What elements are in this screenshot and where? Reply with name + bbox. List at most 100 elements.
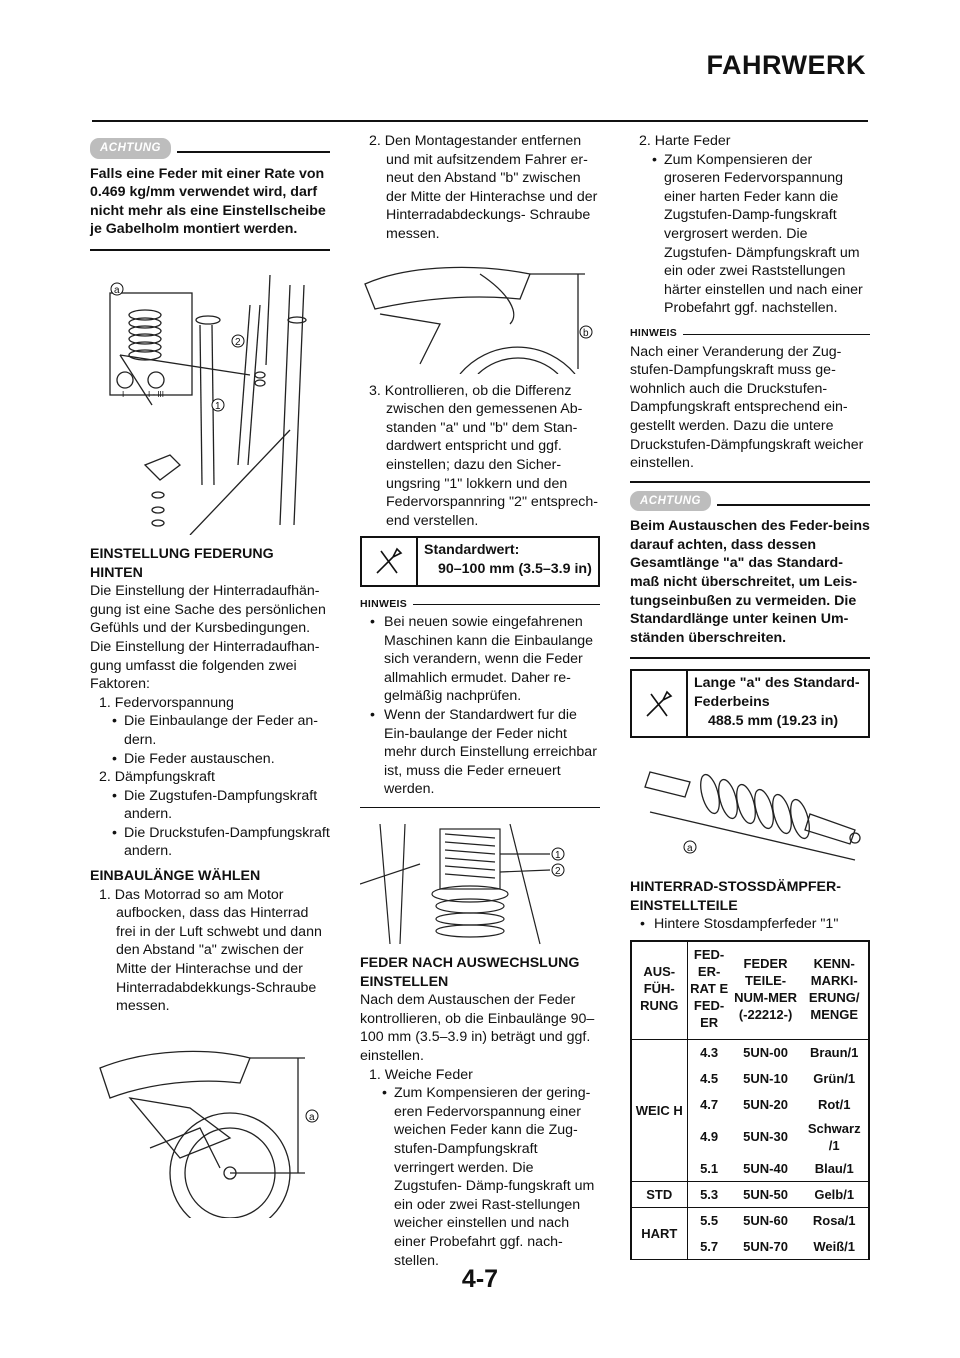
table-group-cell: WEIC H bbox=[631, 1039, 688, 1182]
table-cell: Rot/1 bbox=[817, 1097, 851, 1112]
spec-value: 488.5 mm (19.23 in) bbox=[708, 712, 839, 729]
label-i: I bbox=[122, 390, 124, 399]
table-header-cell: KENN-MARKI-ERUNG/ MENGE bbox=[800, 940, 869, 1040]
table-cell: Rosa/1 bbox=[812, 1213, 856, 1229]
label-2: 2 bbox=[235, 337, 241, 348]
list-item: 3. Kontrollieren, ob die Differenz zwisc… bbox=[369, 382, 598, 529]
page-title: FAHRWERK bbox=[706, 50, 866, 80]
bullet-item: Zum Kompensieren der gering-eren Federvo… bbox=[360, 1084, 600, 1270]
column-1: ACHTUNG Falls eine Feder mit einer Rate … bbox=[90, 132, 330, 1218]
paragraph: Die Einstellung der Hinterradaufhan-gung… bbox=[90, 638, 320, 693]
list-item: 1. Weiche Feder bbox=[369, 1066, 473, 1083]
note-label: HINWEIS bbox=[630, 326, 678, 339]
wrench-icon bbox=[362, 538, 418, 585]
section-heading: EINSTELLUNG FEDERUNG HINTEN bbox=[90, 545, 274, 581]
table-cell: 5.3 bbox=[687, 1181, 731, 1208]
table-cell: Weiß/1 bbox=[800, 1233, 869, 1260]
table-cell: 5UN-40 bbox=[730, 1155, 801, 1182]
label-2: 2 bbox=[555, 866, 561, 877]
table-cell: 5UN-60 bbox=[743, 1213, 788, 1229]
table-cell: 5UN-50 bbox=[730, 1181, 801, 1208]
section-heading: EINBAULÄNGE WÄHLEN bbox=[90, 868, 261, 885]
list-item: 1. Das Motorrad so am Motor aufbocken, d… bbox=[99, 886, 322, 1015]
note-box: HINWEIS Bei neuen sowie eingefahrenen Ma… bbox=[360, 595, 600, 809]
figure-front-fork: a 2 1 I I - III bbox=[90, 265, 330, 535]
note-text: Nach einer Veranderung der Zug-stufen-Da… bbox=[630, 343, 864, 472]
label-i-iii: I - III bbox=[148, 390, 164, 399]
caution-box: ACHTUNG Beim Austauschen des Feder-beins… bbox=[630, 490, 870, 660]
label-a: a bbox=[309, 1112, 315, 1123]
table-cell: 5.1 bbox=[687, 1155, 731, 1182]
caution-text: Falls eine Feder mit einer Rate von 0.46… bbox=[90, 165, 326, 238]
list-item: 2. Den Montagestander entfernen und mit … bbox=[369, 133, 598, 242]
bullet-item: Wenn der Standardwert fur die Ein-baulan… bbox=[360, 706, 600, 799]
table-cell: 5UN-30 bbox=[743, 1129, 788, 1144]
column-2: 2. Den Montagestander entfernen und mit … bbox=[360, 132, 600, 1270]
note-box: HINWEIS Nach einer Veranderung der Zug-s… bbox=[630, 324, 870, 483]
table-row: 4.7 5UN-20 Rot/1 bbox=[631, 1092, 869, 1118]
table-cell: 5.7 bbox=[687, 1233, 731, 1260]
label-a: a bbox=[114, 285, 120, 296]
bullet-item: Die Druckstufen-Dampfungskraft andern. bbox=[90, 824, 330, 861]
bullet-item: Die Einbaulange der Feder an-dern. bbox=[90, 712, 330, 749]
table-cell: Blau/1 bbox=[800, 1155, 869, 1182]
paragraph: Nach dem Austauschen der Feder kontrolli… bbox=[360, 992, 595, 1064]
section-heading: HINTERRAD-STOSSDÄMPFER-EINSTELLTEILE bbox=[630, 879, 841, 914]
list-item: 1. Federvorspannung bbox=[99, 694, 234, 711]
column-3: 2. Harte Feder Zum Kompensieren der gros… bbox=[630, 132, 870, 1260]
table-cell: 5UN-70 bbox=[730, 1233, 801, 1260]
spec-box: Standardwert: 90–100 mm (3.5–3.9 in) bbox=[360, 536, 600, 587]
table-group-cell: STD bbox=[631, 1181, 688, 1208]
table-cell: Braun/1 bbox=[810, 1045, 859, 1061]
figure-bike-rear-b: b bbox=[360, 254, 600, 374]
motorcycle-rider-illustration: b bbox=[364, 266, 593, 374]
table-cell: 4.5 bbox=[700, 1071, 719, 1086]
label-1: 1 bbox=[215, 401, 221, 412]
table-cell: Schwarz /1 bbox=[807, 1120, 861, 1153]
label-b: b bbox=[583, 328, 589, 339]
page-header: FAHRWERK bbox=[0, 0, 960, 124]
table-cell: Gelb/1 bbox=[800, 1181, 869, 1208]
figure-shock-absorber: 1 2 bbox=[360, 824, 600, 946]
spring-icon bbox=[700, 774, 810, 840]
paragraph: Die Einstellung der Hinterradaufhän-gung… bbox=[90, 583, 326, 637]
bullet-item: Zum Kompensieren der groseren Federvorsp… bbox=[630, 151, 870, 318]
section-heading: FEDER NACH AUSWECHSLUNG EINSTELLEN bbox=[360, 955, 580, 990]
list-item: 2. Harte Feder bbox=[639, 133, 731, 149]
bullet-item: Die Zugstufen-Dampfungskraft andern. bbox=[90, 787, 330, 824]
table-cell: 4.7 bbox=[700, 1097, 719, 1112]
bullet-item: Hintere Stosdampferfeder "1" bbox=[630, 915, 870, 934]
bullet-item: Die Feder austauschen. bbox=[90, 750, 330, 769]
label-a: a bbox=[687, 843, 693, 854]
table-cell: 5UN-00 bbox=[743, 1045, 788, 1061]
label-1: 1 bbox=[555, 850, 561, 861]
rear-shock-spring-illustration: a bbox=[644, 771, 861, 861]
caution-text: Beim Austauschen des Feder-beins darauf … bbox=[630, 518, 870, 646]
header-rule bbox=[92, 120, 868, 122]
table-cell: 5.5 bbox=[700, 1213, 719, 1229]
table-header-cell: FEDER TEILE-NUM-MER (-22212-) bbox=[730, 940, 801, 1040]
table-header-cell: AUS-FÜH-RUNG bbox=[631, 940, 688, 1040]
figure-shock-spring: a bbox=[630, 752, 870, 862]
spec-label: Standardwert: bbox=[424, 542, 520, 559]
table-cell: 5UN-20 bbox=[743, 1097, 788, 1112]
spring-icon bbox=[128, 309, 162, 361]
page-number: 4-7 bbox=[461, 1265, 499, 1293]
front-fork-exploded-illustration: a 2 1 I I - III bbox=[109, 274, 307, 535]
motorcycle-rear-illustration: a bbox=[99, 1050, 319, 1218]
spec-label: Lange "a" des Standard-Federbeins bbox=[694, 675, 860, 711]
bullet-item: Bei neuen sowie eingefahrenen Maschinen … bbox=[360, 613, 600, 706]
shock-absorber-illustration: 1 2 bbox=[360, 824, 565, 945]
table-cell: Grün/1 bbox=[813, 1071, 856, 1086]
caution-badge: ACHTUNG bbox=[630, 490, 711, 512]
note-label: HINWEIS bbox=[360, 597, 408, 610]
